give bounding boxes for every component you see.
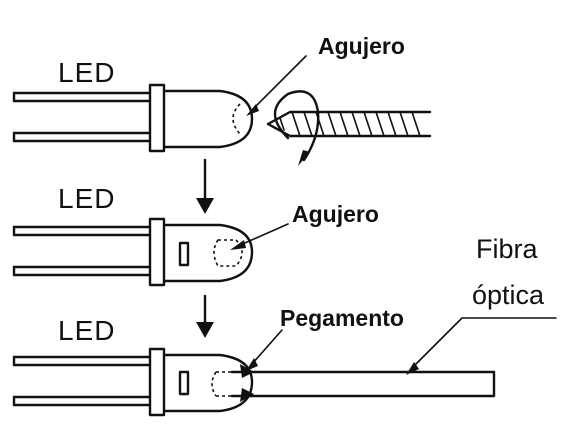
led-leads-1: [12, 91, 152, 143]
stage-2-drilled-led: LED Agujero: [12, 183, 379, 287]
optical-fiber: [230, 370, 496, 398]
rotation-arrow: [273, 90, 320, 166]
fibra-label-line2: óptica: [472, 280, 545, 310]
stage-3-glued-fiber: LED Pegamento Fibra óptica: [12, 234, 557, 417]
led-label-2: LED: [58, 183, 115, 214]
led-chip-3: [178, 370, 190, 396]
led-leads-2: [12, 225, 152, 277]
hole-outline-3: [211, 371, 232, 397]
stage-1-drilling: LED Agujero: [12, 33, 432, 166]
led-body-1: [162, 89, 254, 149]
agujero-label-2: Agujero: [292, 201, 379, 227]
step-arrow-2: [196, 294, 214, 338]
led-flange-3: [148, 347, 166, 417]
agujero-label-1: Agujero: [318, 33, 405, 59]
led-label-3: LED: [58, 315, 115, 346]
agujero-pointer-1: [251, 55, 307, 111]
led-body-3: [162, 353, 254, 413]
hole-outline-1: [232, 103, 241, 135]
led-flange-2: [148, 217, 166, 287]
led-label-1: LED: [58, 57, 115, 88]
hole-outline-2: [213, 239, 243, 267]
step-arrow-1: [196, 158, 214, 214]
agujero-pointer-2: [237, 223, 289, 247]
fibra-pointer: [411, 317, 557, 369]
led-chip-2: [178, 241, 190, 267]
pegamento-pointer: [251, 329, 283, 365]
pegamento-label: Pegamento: [280, 305, 404, 331]
led-flange-1: [148, 83, 166, 153]
fibra-label-line1: Fibra: [476, 234, 538, 264]
led-body-2: [162, 223, 254, 283]
led-leads-3: [12, 355, 152, 407]
drill-bit: [266, 110, 432, 138]
